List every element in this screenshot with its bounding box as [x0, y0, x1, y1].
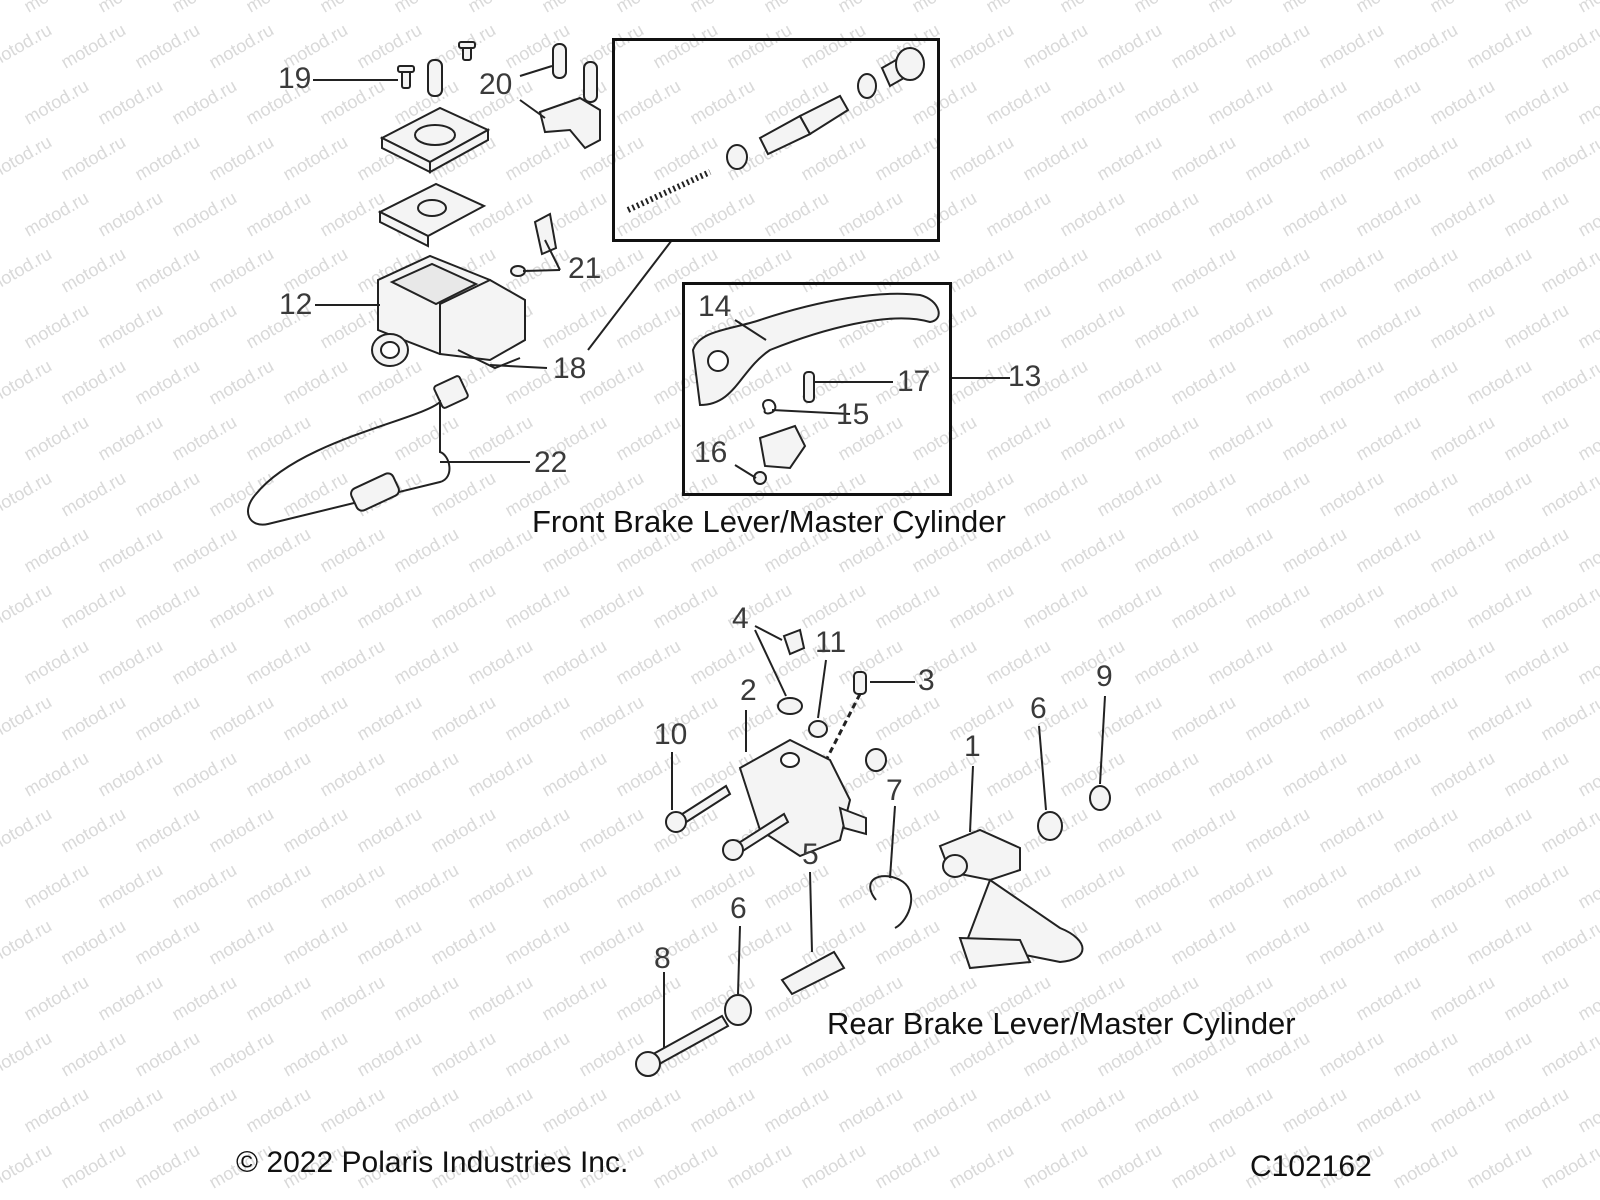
- callout-2: 2: [740, 674, 757, 707]
- rear-section-title: Rear Brake Lever/Master Cylinder: [827, 1006, 1296, 1041]
- callout-21: 21: [568, 252, 602, 285]
- callout-14: 14: [698, 290, 732, 323]
- callout-10: 10: [654, 718, 688, 751]
- callout-15: 15: [836, 398, 870, 431]
- callout-19: 19: [278, 62, 312, 95]
- callout-12: 12: [279, 288, 313, 321]
- diagram-code: C102162: [1250, 1150, 1372, 1183]
- callout-4: 4: [732, 602, 749, 635]
- callout-6-upper: 6: [1030, 692, 1047, 725]
- callout-9: 9: [1096, 660, 1113, 693]
- inset-box-brake-lever: [682, 282, 952, 496]
- copyright-text: © 2022 Polaris Industries Inc.: [236, 1146, 629, 1179]
- screw-19: [397, 41, 476, 89]
- callout-20: 20: [479, 68, 513, 101]
- callout-8: 8: [654, 942, 671, 975]
- callout-1: 1: [964, 730, 981, 763]
- callout-7: 7: [886, 774, 903, 807]
- callout-6-lower: 6: [730, 892, 747, 925]
- callout-11: 11: [815, 626, 847, 659]
- callout-17: 17: [897, 365, 931, 398]
- callout-3: 3: [918, 664, 935, 697]
- callout-5: 5: [802, 838, 819, 871]
- callout-13: 13: [1008, 360, 1042, 393]
- inset-box-master-cylinder-internals: [612, 38, 940, 242]
- callout-18: 18: [553, 352, 587, 385]
- callout-16: 16: [694, 436, 728, 469]
- front-section-title: Front Brake Lever/Master Cylinder: [532, 504, 1006, 539]
- callout-22: 22: [534, 446, 568, 479]
